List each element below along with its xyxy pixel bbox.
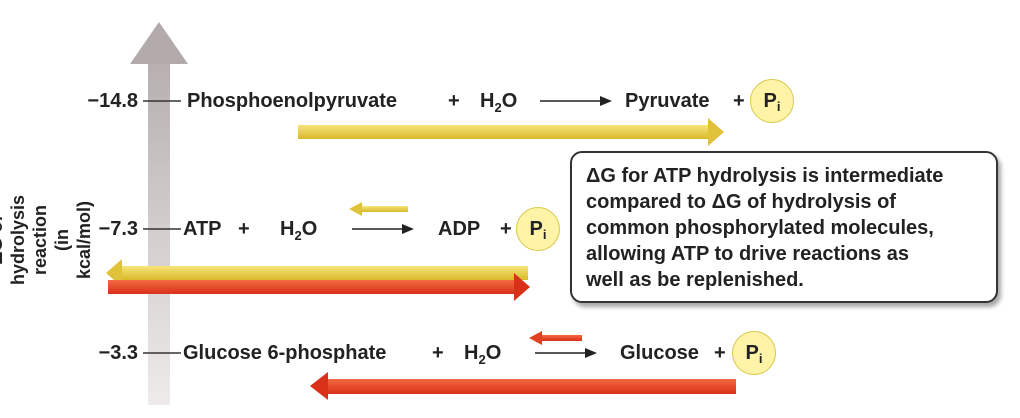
reaction-arrow-1 — [540, 96, 612, 106]
callout-line-2: compared to ΔG of hydrolysis of — [586, 191, 896, 213]
yellow-arrow-pep — [298, 118, 724, 146]
level-value-2: −7.3 — [98, 218, 138, 240]
red-arrow-glucose — [310, 372, 736, 400]
product-glucose: Glucose — [620, 342, 699, 364]
plus-2a: + — [238, 218, 250, 240]
level-value-3: −3.3 — [98, 342, 138, 364]
level-value-1: −14.8 — [87, 90, 138, 112]
reactant-pep: Phosphoenolpyruvate — [187, 90, 398, 112]
reaction-arrow-2 — [352, 224, 414, 234]
explanation-callout: ΔG for ATP hydrolysis is intermediate co… — [570, 151, 998, 303]
y-axis-label-line1: ΔG of hydrolysis reaction — [0, 194, 50, 286]
plus-1a: + — [448, 90, 460, 112]
plus-3a: + — [432, 342, 444, 364]
small-red-reverse-arrow — [529, 331, 582, 345]
water-1: H2O — [480, 90, 518, 115]
callout-line-5: well as be replenished. — [586, 269, 804, 291]
water-2: H2O — [280, 218, 318, 243]
reaction-arrow-3 — [535, 348, 597, 358]
water-3: H2O — [464, 342, 502, 367]
plus-2b: + — [500, 218, 512, 240]
axis-arrow — [130, 22, 188, 405]
callout-line-1: ΔG for ATP hydrolysis is intermediate — [586, 165, 944, 187]
product-pyruvate: Pyruvate — [625, 90, 710, 112]
reactant-glucose-6-phosphate: Glucose 6-phosphate — [183, 342, 387, 364]
callout-line-3: common phosphorylated molecules, — [586, 217, 934, 239]
callout-line-4: allowing ATP to drive reactions as — [586, 243, 910, 265]
reactant-atp: ATP — [183, 218, 222, 240]
plus-3b: + — [714, 342, 726, 364]
plus-1b: + — [733, 90, 745, 112]
product-adp: ADP — [438, 218, 481, 240]
red-arrow-atp — [108, 273, 530, 301]
small-yellow-reverse-arrow — [349, 202, 408, 216]
